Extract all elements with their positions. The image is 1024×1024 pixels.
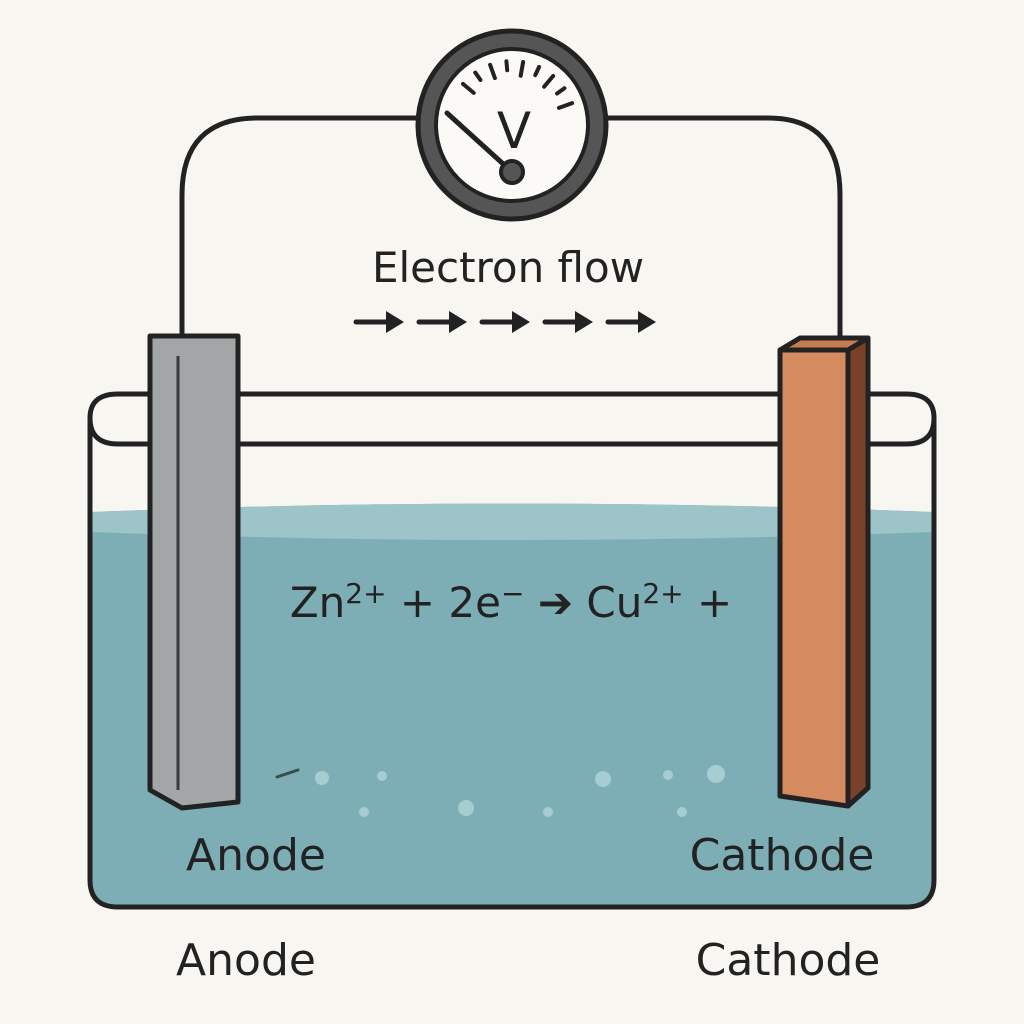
bubble [315,771,329,785]
dial-tick [504,59,510,73]
reaction-equation: Zn2+ + 2e− ➔ Cu2+ + [290,577,732,627]
eq-arrow: ➔ [524,578,586,627]
electron-flow-arrows [353,311,656,333]
voltmeter-pivot [499,159,525,185]
eq-zn-charge: 2+ [345,577,386,610]
beaker-rim-front [87,417,937,447]
eq-cu: Cu [586,578,642,627]
arrow-right-icon [479,311,530,333]
dial-ticks [460,59,575,110]
bubble [595,771,611,787]
bubble [377,771,387,781]
arrow-right-icon [605,311,656,333]
voltmeter-icon: V [415,28,609,222]
cathode-label-inside: Cathode [690,830,875,881]
solution [92,503,932,905]
dial-tick [533,64,542,78]
beaker-wall [87,418,937,910]
eq-electron-charge: − [501,577,524,610]
eq-zn: Zn [290,578,345,627]
dial-tick [488,62,497,81]
anode-label-below: Anode [176,935,316,986]
bubble-streak [275,768,300,779]
dial-tick [473,70,483,82]
bubble [543,807,553,817]
dial-tick [555,86,567,96]
bubble [677,807,687,817]
voltmeter-symbol: V [497,102,531,160]
eq-electrons: + 2e [387,578,501,627]
circuit-wire [179,115,843,339]
arrow-right-icon [416,311,467,333]
dial-tick [542,73,556,89]
zinc-electrode [147,333,241,811]
anode-label-inside: Anode [186,830,326,881]
dial-tick [556,101,575,110]
eq-plus: + [684,578,733,627]
eq-cu-charge: 2+ [642,577,683,610]
dial-tick [518,59,526,78]
voltmeter-needle [444,110,515,175]
bubble [359,807,369,817]
beaker-rim-back [87,391,937,419]
bubble-icon [275,765,725,817]
arrow-right-icon [542,311,593,333]
cathode-label-below: Cathode [696,935,881,986]
bubble [663,770,673,780]
solution-surface [92,503,932,540]
electron-flow-label: Electron flow [372,243,644,292]
arrow-right-icon [353,311,404,333]
dial-tick [460,81,476,95]
bubble [458,800,474,816]
copper-electrode [777,335,871,809]
bubble [707,765,725,783]
